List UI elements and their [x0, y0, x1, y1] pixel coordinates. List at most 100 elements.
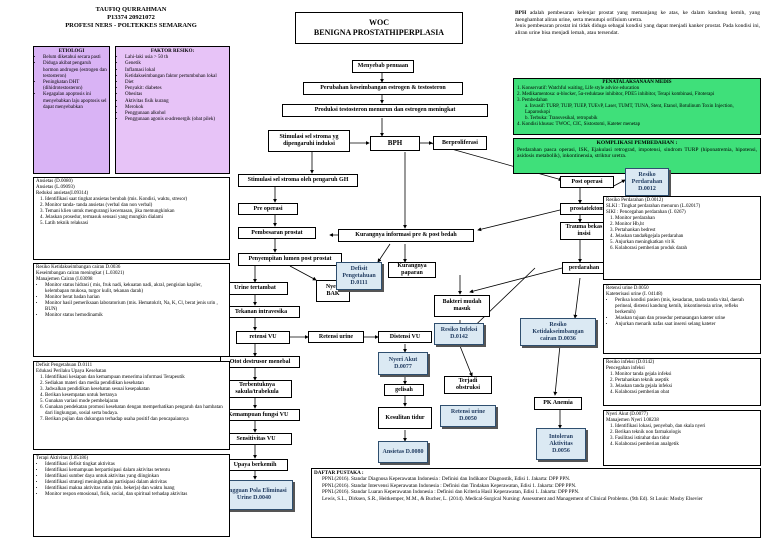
ansietas-box-title: Ansietas (D.0080) — [36, 179, 73, 184]
node-trauma-insisi: Trauma bekas insisi — [560, 222, 608, 240]
node-perubahan: Perubahan keseimbangan estrogen & testos… — [303, 82, 463, 95]
nyeri-care-box: Nyeri Akut (D.0077) Manajemen Nyeri I.08… — [603, 410, 761, 466]
node-retensi-urine: Retensi urine D.0050 — [440, 405, 496, 427]
retensi-box-line: Kateterisasi urine (I. 04148) — [606, 292, 663, 297]
node-pre-operasi: Pre operasi — [238, 203, 298, 215]
infeksi-box-item: Monitor tanda gejala infeksi — [615, 372, 758, 378]
nyeri-box-item: Fasilitasi istirahat dan tidur — [615, 436, 758, 442]
defisit-care-box: Defisit Pengetahuan D.0111 Edukasi Peril… — [33, 361, 230, 450]
author-header: TAUFIQ QURRAHMAN P13374 20921072 PROFESI… — [32, 6, 230, 42]
etiologi-title: ETIOLOGI — [58, 49, 85, 54]
defisit-box-item: Berikan kesempatan untuk bertanya — [45, 393, 227, 399]
etiologi-item: Peningkatan DHT (dihidrotestosteron) — [43, 80, 107, 92]
node-resiko-perdarahan: Resiko Perdarahan D.0012 — [625, 168, 669, 196]
penatalaksanaan-item: 4. Kondisi khusus: TWOC, CIC, Sistostomi… — [517, 122, 641, 127]
node-defisit-pengetahuan: Defisit Pengetahuan D.0111 — [336, 262, 382, 290]
defisit-box-item: Identifikasi kesiapan dan kemampuan mene… — [45, 375, 227, 381]
node-obstruksi: Terjadi obstruksi — [444, 376, 492, 394]
author-nim: P13374 20921072 — [107, 14, 155, 21]
woc-title-line2: BENIGNA PROSTATHIPERPLASIA — [313, 28, 445, 37]
daftar-pustaka-box: DAFTAR PUSTAKA : PPNI.(2016). Standar Di… — [311, 468, 761, 538]
aktivitas-box-item: Identifikasi strategi meningkatkan parti… — [45, 480, 227, 486]
node-stimulasi-gh: Stimulasi sel stroma oleh pengaruh GH — [238, 174, 358, 187]
infeksi-box-line: Pencegahan infeksi — [606, 366, 645, 371]
perdarahan-box-line: SLKI : Tingkat perdarahan menurun (L.020… — [606, 204, 701, 209]
faktor-resiko-box: FAKTOR RESIKO: Lahi-laki usia > 50 th Ge… — [115, 46, 230, 174]
pustaka-item: PPNI.(2016). Standar Intervensi Keperawa… — [322, 482, 577, 489]
retensi-box-item: Anjurkan menarik nafas saat insersi sela… — [615, 322, 758, 328]
faktor-item: Ketidakseimbangan faktor pertumbuhan lok… — [125, 74, 227, 80]
node-retensi-urine-label: Retensi urine — [308, 331, 364, 343]
woc-title: WOC BENIGNA PROSTATHIPERPLASIA — [295, 12, 463, 44]
infeksi-care-box: Resiko infeksi (D.0142) Pencegahan infek… — [603, 358, 761, 406]
node-terbentuknya: Terbentuknya sakula/trabekula — [222, 380, 292, 398]
node-retensi-vu: retensi VU — [236, 331, 290, 344]
cairan-box-item: Monitor hasil pemeriksaan laboratorium (… — [45, 301, 227, 313]
faktor-item: Penyakit: diabetes — [125, 86, 227, 92]
perdarahan-box-item: Anjurkan meningkatkan vit K — [615, 240, 758, 246]
faktor-item: Genetik — [125, 61, 227, 67]
node-post-operasi: Post operasi — [560, 176, 614, 188]
author-program: PROFESI NERS - POLTEKKES SEMARANG — [65, 22, 197, 29]
node-ketidakseimbangan: Resiko Ketidakseimbangan cairan D.0036 — [520, 318, 596, 346]
penatalaksanaan-box: PENATALAKSANAAN MEDIS 1. Konservatif: Wa… — [513, 78, 761, 135]
node-proliferasi: Berproliferasi — [433, 136, 487, 150]
ansietas-box-item: Temani klien untuk mengurangi kecemasan,… — [45, 209, 227, 215]
komplikasi-title: KOMPLIKASI PEMBEDAHAN : — [596, 140, 678, 146]
ansietas-care-box: Ansietas (D.0080) Ansietas (L.09093) Red… — [33, 177, 230, 260]
cairan-box-line: Manajemen Cairan (I.03098 — [36, 277, 93, 282]
node-kurangnya-paparan: Kurangnya paparan — [388, 262, 436, 278]
ansietas-box-item: Monitor tanda- tanda ansietas (verbal da… — [45, 203, 227, 209]
node-otot: Otot destrusor menebal — [220, 356, 300, 368]
pustaka-item: PPNI.(2016). Standar Diagnosa Keperawata… — [322, 476, 571, 483]
nyeri-box-title: Nyeri Akut (D.0077) — [606, 412, 648, 417]
definition-p1: BPH adalah pembesaran kelenjar prostat y… — [515, 10, 760, 23]
infeksi-box-item: Pertahankan teknik aseptik — [615, 378, 758, 384]
node-resiko-infeksi: Resiko Infeksi D.0142 — [434, 323, 484, 345]
aktivitas-box-item: Monitor respon emosional, fisik, social,… — [45, 492, 227, 498]
nyeri-box-line: Manajemen Nyeri I.08238 — [606, 418, 659, 423]
node-penuaan: Menyebab penuaan — [352, 60, 414, 73]
aktivitas-box-item: Identifikasi defisit tingkat aktivitas — [45, 462, 227, 468]
definition-p2: Jenis pembesaran prostat ini tidak didug… — [515, 23, 760, 36]
perdarahan-box-item: Jelaskan tanda&gejala perdarahan — [615, 234, 758, 240]
faktor-item: Lahi-laki usia > 50 th — [125, 55, 227, 61]
perdarahan-care-box: Resiko Perdarahan (D.0012) SLKI : Tingka… — [603, 196, 761, 280]
node-bph: BPH — [370, 136, 420, 151]
node-pembesaran: Pembesaran prostat — [238, 227, 316, 239]
infeksi-box-title: Resiko infeksi (D.0142) — [606, 360, 655, 365]
node-kurangnya-informasi: Kurangnya informasi pre & post bedah — [338, 229, 474, 242]
faktor-item: Penggunaan alkohol — [125, 111, 227, 117]
ansietas-box-item: Identifikasi saat tingkat ansietas berub… — [45, 197, 227, 203]
defisit-box-line: Edukasi Perilaku Upaya Kesehatan — [36, 369, 107, 374]
cairan-box-item: Monitor berat badan harian — [45, 295, 227, 301]
pustaka-title: DAFTAR PUSTAKA : — [314, 470, 364, 476]
cairan-box-title: Resiko Ketidakseimbangan cairan D.0036 — [36, 265, 121, 270]
perdarahan-box-item: Monitor perdarahan — [615, 216, 758, 222]
penatalaksanaan-title: PENATALAKSANAAN MEDIS — [602, 80, 672, 85]
penatalaksanaan-item: b. Terbuka: Transvesikal, retropubik — [525, 116, 598, 121]
komplikasi-text: Perdarahan pasca operasi, ISK, Ejakulasi… — [517, 146, 757, 160]
perdarahan-box-title: Resiko Perdarahan (D.0012) — [606, 198, 664, 203]
node-gelisah: gelisah — [384, 384, 424, 396]
nyeri-box-item: Kolaborasi pemberian analgetik — [615, 442, 758, 448]
node-penyempitan: Penyempitan lumen post prostat — [238, 253, 342, 266]
penatalaksanaan-item: 1. Konservatif: Watchful waiting, Life s… — [517, 86, 640, 91]
node-stimulasi-stroma: Stimulasi sel stroma yg dipengaruhi indu… — [268, 130, 350, 152]
aktivitas-care-box: Terapi Aktivitas (I.05186) Identifikasi … — [33, 454, 230, 537]
cairan-care-box: Resiko Ketidakseimbangan cairan D.0036 K… — [33, 263, 230, 357]
defisit-box-item: Gunakan pendekatan promosi kesehatan den… — [45, 405, 227, 417]
aktivitas-box-item: Identifikasi makna aktivitas rutin (mis.… — [45, 486, 227, 492]
ansietas-box-line: Ansietas (L.09093) — [36, 185, 75, 190]
faktor-item: Penggunaan agonis α-adrenergik (obat pil… — [125, 117, 227, 123]
faktor-title: FAKTOR RESIKO: — [150, 49, 195, 54]
retensi-care-box: Retensi urine D.0050 Kateterisasi urine … — [603, 284, 761, 354]
aktivitas-box-item: Identifikasi sumber daya untuk aktivitas… — [45, 474, 227, 480]
node-perdarahan: perdarahan — [562, 262, 606, 274]
faktor-item: Obesitas — [125, 92, 227, 98]
node-nyeri-akut: Nyeri Akut D.0077 — [378, 352, 428, 375]
node-tekanan: Tekanan intravesika — [222, 306, 300, 318]
faktor-item: Aktivitas fisik kurang — [125, 99, 227, 105]
nyeri-box-item: Identifikasi lokasi, penyebab, dan skala… — [615, 424, 758, 430]
node-bakteri: Bakteri mudah masuk — [434, 295, 490, 317]
